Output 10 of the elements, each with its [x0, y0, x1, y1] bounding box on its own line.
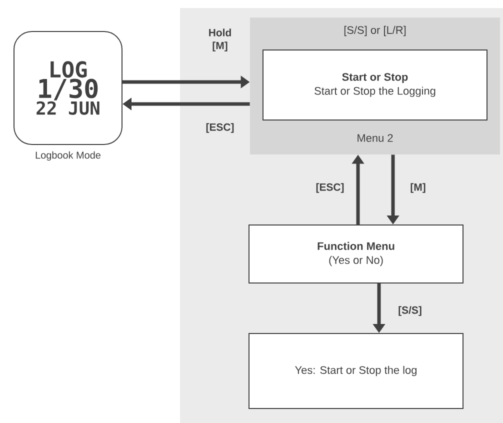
menu-box: Start or Stop Start or Stop the Logging	[262, 50, 488, 120]
edge-label: [S/S]	[398, 306, 422, 316]
edge-label: [ESC]	[206, 123, 234, 133]
edge-label: [M]	[410, 183, 426, 193]
node-label: Logbook Mode	[36, 151, 100, 161]
watch-display: LOG 1/30 22 JUN	[14, 31, 122, 145]
menu-box: Function Menu (Yes or No)	[248, 224, 464, 284]
menu-box: Yes: Start or Stop the log	[248, 333, 464, 409]
edge-label: Hold [M]	[209, 28, 231, 52]
edge-label: [ESC]	[316, 183, 344, 193]
